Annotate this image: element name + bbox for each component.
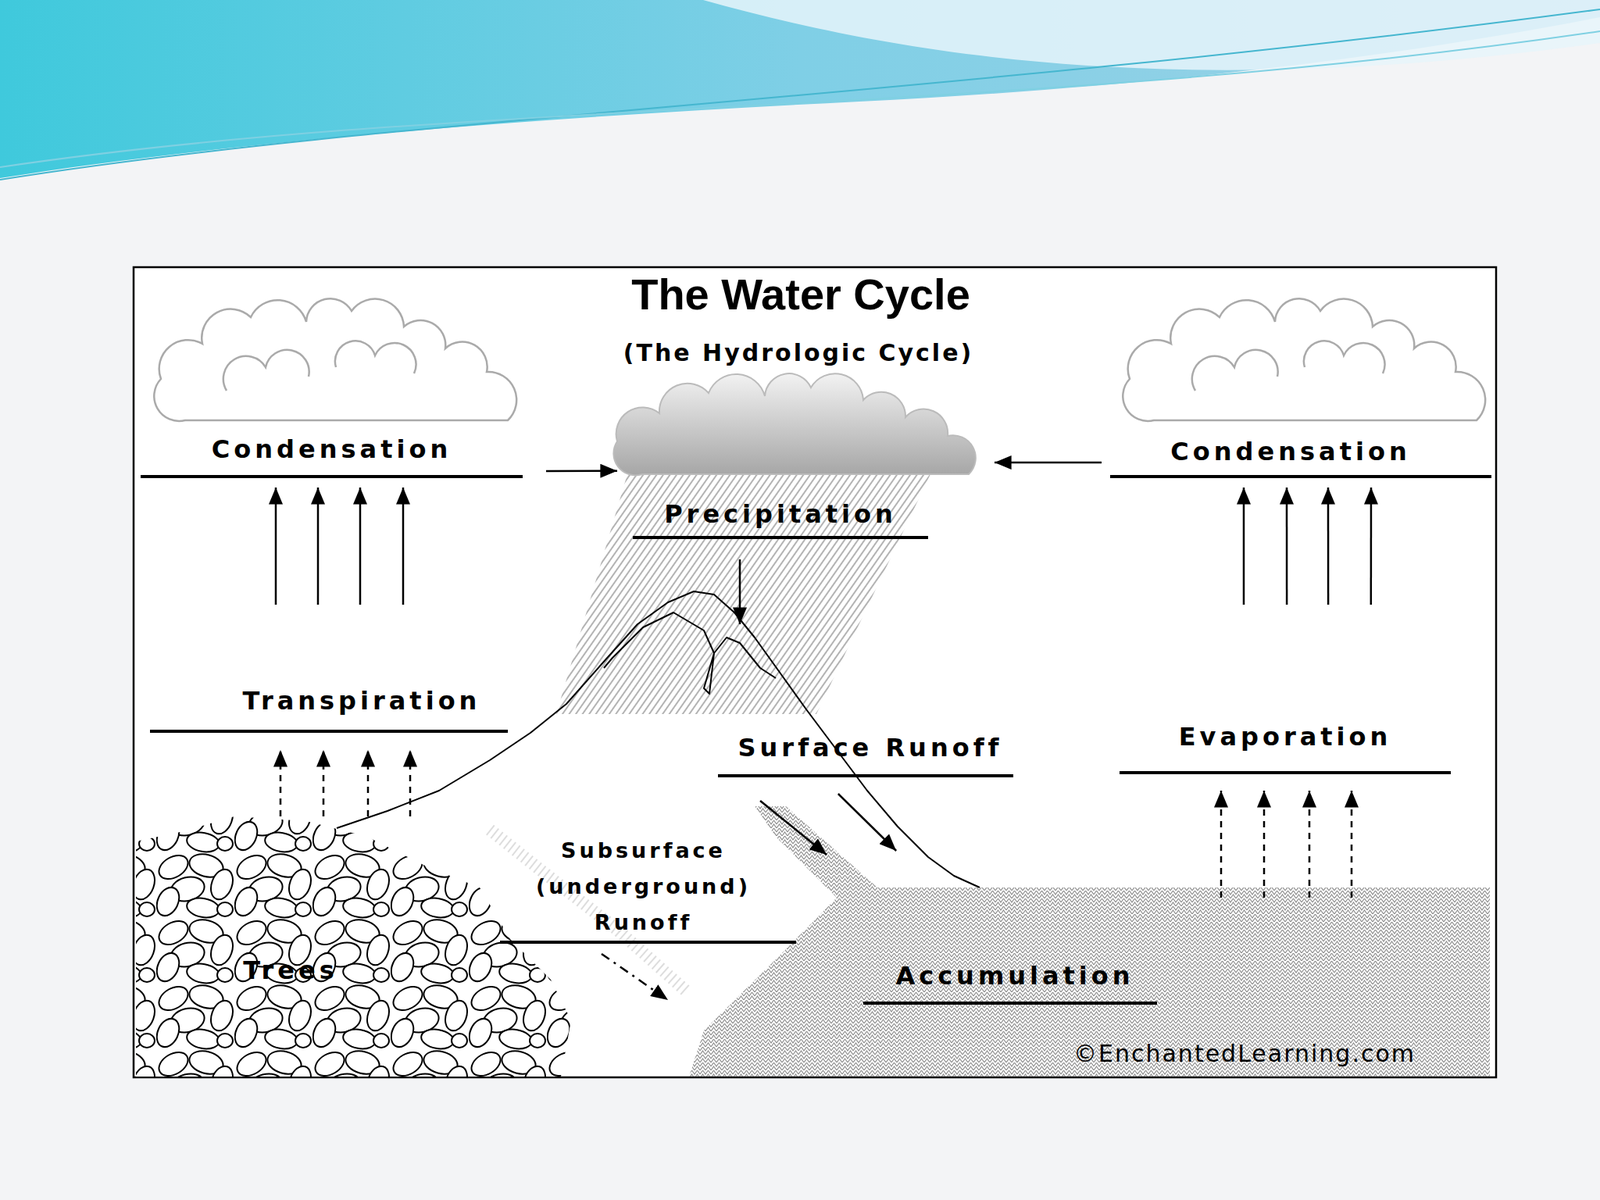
flow-arrow xyxy=(601,953,668,1000)
flow-arrow xyxy=(760,793,897,855)
cloud-shape xyxy=(1122,298,1486,422)
cloud-shape xyxy=(153,298,517,422)
process-text: Transpiration xyxy=(182,685,541,717)
underline-bar: Surface Runoff xyxy=(717,732,1014,778)
flow-arrow xyxy=(546,470,618,472)
arrow-shaft xyxy=(1327,487,1330,605)
process-label: Accumulation xyxy=(812,859,1158,1005)
process-text: Accumulation xyxy=(867,960,1162,992)
rainfall-arrow xyxy=(739,559,742,625)
process-text: Subsurface (underground) Runoff xyxy=(495,832,792,941)
process-text: Precipitation xyxy=(632,498,929,530)
water-body xyxy=(689,806,1490,1077)
arrow-shaft xyxy=(838,793,897,851)
arrow-shaft xyxy=(1370,487,1373,605)
process-text: Surface Runoff xyxy=(722,732,1018,764)
vapour-arrow xyxy=(1263,790,1266,898)
vapour-arrow xyxy=(1220,790,1223,898)
process-label: Condensation xyxy=(1110,435,1492,479)
underline-bar: Precipitation xyxy=(632,498,929,540)
process-label: Surface Runoff xyxy=(717,732,1014,778)
flow-arrow xyxy=(994,462,1102,464)
underline-bar: Subsurface (underground) Runoff xyxy=(500,832,797,944)
process-label: Subsurface (underground) Runoff xyxy=(500,832,797,944)
diagram-title: The Water Cycle xyxy=(631,268,971,320)
process-label: Precipitation xyxy=(617,387,969,540)
rain-cloud xyxy=(613,373,975,475)
cloud-detail xyxy=(223,340,417,391)
vapour-arrow xyxy=(1308,790,1311,898)
arrow-shaft xyxy=(275,487,278,605)
snow-cap xyxy=(603,612,776,694)
arrow-shaft xyxy=(317,487,320,605)
underline-bar: Evaporation xyxy=(1119,721,1451,775)
tree-label: Trees xyxy=(242,955,339,986)
process-text: Condensation xyxy=(140,433,523,465)
underline-bar: Condensation xyxy=(140,433,523,479)
banner-wave xyxy=(0,0,1600,179)
cloud-outline xyxy=(1122,298,1486,422)
banner-line xyxy=(0,9,1600,180)
evaporation-vapour xyxy=(1221,790,1352,898)
arrow-shaft xyxy=(1242,487,1246,605)
vapour-arrow xyxy=(1350,790,1354,898)
arrow-shaft xyxy=(546,469,618,472)
cloud-detail xyxy=(1192,340,1386,391)
arrow-shaft xyxy=(402,487,405,605)
banner-line xyxy=(0,31,1600,168)
rain-area xyxy=(556,474,931,715)
process-label: Transpiration xyxy=(150,604,508,733)
flow-arrow xyxy=(275,487,404,605)
cloud-outline xyxy=(153,298,517,422)
process-text: Evaporation xyxy=(1119,721,1451,753)
tree-cluster xyxy=(135,812,574,1077)
arrow-shaft xyxy=(359,487,362,605)
banner-highlight xyxy=(703,0,1600,71)
arrow-shaft xyxy=(1285,487,1289,605)
process-label: Condensation xyxy=(140,433,523,479)
process-label: Evaporation xyxy=(1119,604,1451,775)
copyright-note: ©EnchantedLearning.com xyxy=(1073,1039,1416,1068)
underline-bar: Accumulation xyxy=(863,960,1158,1005)
vapour-arrow xyxy=(279,750,283,817)
arrow-shaft xyxy=(601,953,668,1000)
process-text: Condensation xyxy=(1100,435,1482,468)
arrow-shaft xyxy=(994,461,1102,465)
diagram-subtitle: (The Hydrologic Cycle) xyxy=(623,339,974,367)
vapour-arrow xyxy=(409,750,412,817)
underline-bar: Condensation xyxy=(1110,435,1492,479)
diagram-frame xyxy=(133,267,1497,1078)
transpiration-vapour xyxy=(280,750,411,817)
arrow-shaft xyxy=(760,800,827,855)
flow-arrow xyxy=(1243,487,1372,605)
underline-bar: Transpiration xyxy=(150,685,508,733)
vapour-arrow xyxy=(322,750,325,817)
vapour-arrow xyxy=(367,750,370,817)
